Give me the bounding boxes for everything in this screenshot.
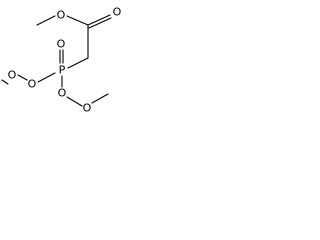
atom-peroxy-right-o1: O	[58, 87, 67, 100]
atom-phosphoryl-o: O	[57, 38, 66, 51]
bond-left-o1-o2	[17, 74, 28, 81]
bond-ester-o-carbonyl-c	[66, 15, 89, 26]
atom-ester-carbonyl-o: O	[113, 6, 122, 19]
bond-carbonyl-double-a	[87, 14, 111, 26]
atom-peroxy-left-o2: O	[8, 69, 17, 82]
atom-ester-ether-o: O	[57, 9, 66, 22]
atom-labels: O O O P O O O O	[8, 6, 122, 115]
atom-phosphorus: P	[59, 64, 66, 77]
bond-methyl-ester-o	[36, 15, 56, 26]
bond-ch2-p	[67, 57, 89, 69]
molecule-structure: O O O P O O O O	[1, 6, 122, 115]
bond-left-o2-methyl	[1, 79, 9, 85]
bond-right-o2-methyl	[91, 93, 109, 104]
bond-carbonyl-double-b	[88, 17, 112, 29]
bond-p-left-o1	[37, 72, 56, 83]
bond-right-o1-o2	[66, 96, 83, 107]
atom-peroxy-right-o2: O	[83, 102, 92, 115]
atom-peroxy-left-o1: O	[28, 78, 37, 91]
bonds	[1, 14, 112, 107]
